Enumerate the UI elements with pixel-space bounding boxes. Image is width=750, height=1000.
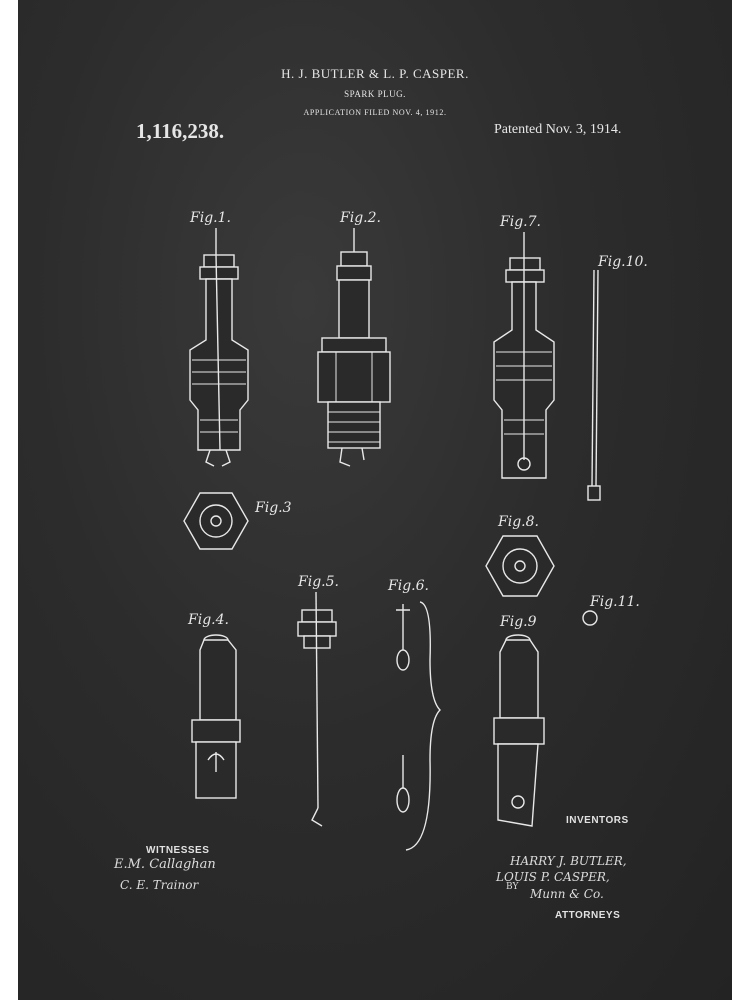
figure-5-label: Fig.5. [297, 574, 339, 590]
inventor-name-1: HARRY J. BUTLER, [510, 854, 627, 868]
attorney-signature: Munn & Co. [530, 887, 604, 901]
figure-6-electrode-parts: Fig.6. [387, 578, 441, 851]
figure-8-label: Fig.8. [497, 514, 539, 530]
application-filed-line: APPLICATION FILED NOV. 4, 1912. [303, 108, 447, 117]
witnesses-label: WITNESSES [146, 845, 210, 856]
chalkboard-background [18, 0, 732, 1000]
figure-1-label: Fig.1. [189, 210, 231, 226]
attorney-by: BY [506, 882, 519, 892]
attorneys-label: ATTORNEYS [555, 910, 621, 921]
figure-9-label: Fig.9 [499, 614, 537, 630]
figure-10-electrode: Fig.10. [587, 254, 648, 501]
figure-11-label: Fig.11. [589, 594, 640, 610]
figure-10-label: Fig.10. [597, 254, 648, 270]
figure-6-label: Fig.6. [387, 578, 429, 594]
figure-9-insulator: Fig.9 [493, 614, 545, 827]
inventor-name-2: LOUIS P. CASPER, [496, 870, 610, 884]
figure-3-label: Fig.3 [254, 500, 292, 516]
patent-date: Patented Nov. 3, 1914. [494, 122, 622, 137]
patent-number: 1,116,238. [136, 119, 225, 143]
inventors-label: INVENTORS [566, 815, 629, 826]
figure-1-spark-plug-section: Fig.1. [189, 210, 249, 467]
figure-7-label: Fig.7. [499, 214, 541, 230]
figure-8-hex-end-view: Fig.8. [485, 514, 555, 597]
figure-2-spark-plug-elevation: Fig.2. [317, 210, 391, 467]
figure-7-spark-plug-section: Fig.7. [493, 214, 555, 479]
figure-11-ball: Fig.11. [582, 594, 640, 626]
invention-title: SPARK PLUG. [344, 89, 406, 99]
inventors-title: H. J. BUTLER & L. P. CASPER. [281, 66, 469, 81]
figure-4-label: Fig.4. [187, 612, 229, 628]
witness-signature-1: E.M. Callaghan [114, 857, 216, 872]
figure-4-insulator: Fig.4. [187, 612, 241, 799]
figure-3-hex-end-view: Fig.3 [183, 492, 292, 550]
figure-5-electrode-assembly: Fig.5. [297, 574, 339, 827]
figure-2-label: Fig.2. [339, 210, 381, 226]
witness-signature-2: C. E. Trainor [120, 878, 199, 892]
